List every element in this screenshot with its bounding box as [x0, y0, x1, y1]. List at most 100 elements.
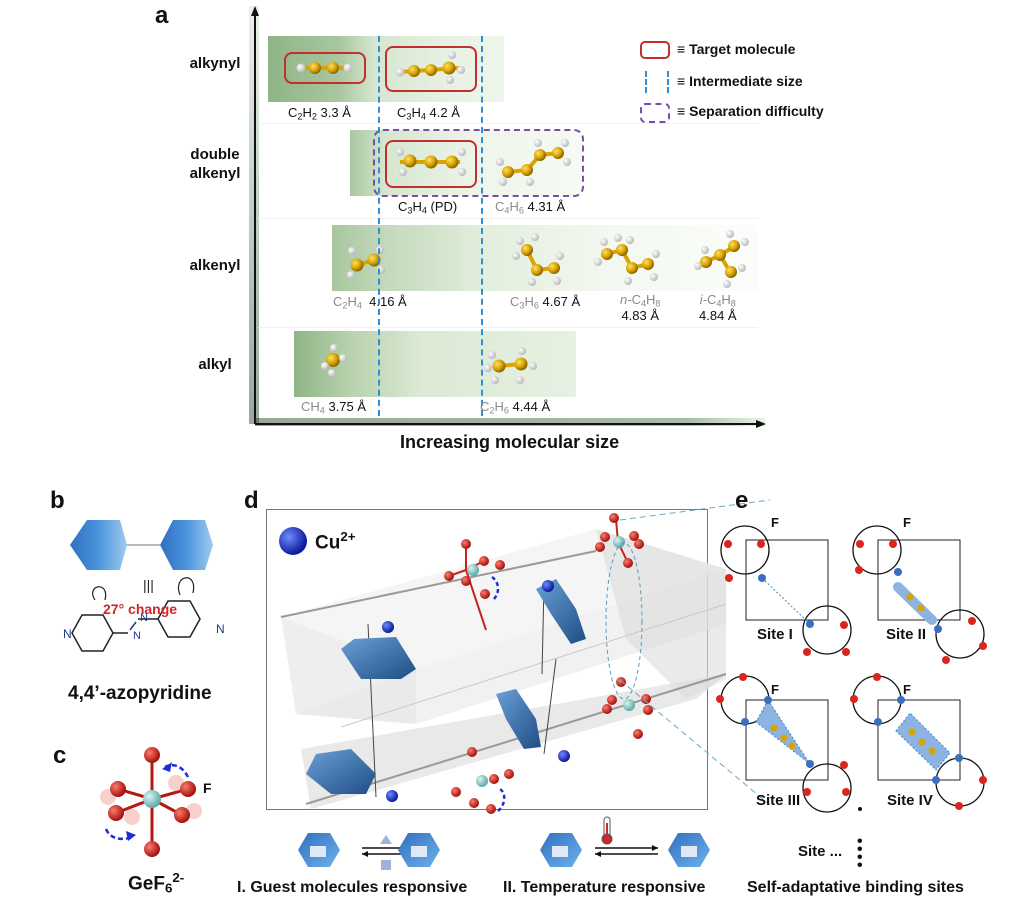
azopyridine-ligand [496, 689, 541, 749]
molecule-n-c4h8 [594, 234, 660, 285]
temperature-responsive-icon [540, 816, 710, 867]
alkyl-band [294, 331, 576, 397]
fluorine-label: F [771, 682, 779, 697]
vertical-ellipsis-icon: •••• [857, 833, 863, 874]
fluorine-atom [108, 805, 124, 821]
molecule-c3h6 [512, 233, 564, 286]
label-c2h2: C2H2 3.3 Å [288, 105, 351, 122]
row-label-alkyl: alkyl [198, 356, 232, 373]
y-axis-arrowhead [251, 6, 259, 16]
zoom-connector-lines [620, 499, 771, 806]
panel-a-letter: a [155, 2, 169, 29]
x-axis-band [255, 418, 765, 426]
molecule-c2h2 [296, 62, 353, 74]
azopyridine-ligand [536, 579, 586, 644]
framework-structure [279, 513, 727, 814]
molecule-ch4 [321, 344, 347, 377]
site-ii-diagram [852, 525, 987, 664]
row-label-alkenyl: alkenyl [189, 257, 241, 274]
label-c2h6: C2H6 4.44 Å [480, 399, 551, 416]
gef6-anion [595, 513, 644, 568]
azopyridine-ligand [306, 749, 376, 794]
row-separator [258, 123, 758, 124]
ligand-hexagon-left [70, 520, 127, 570]
panel-e-letter: e [735, 487, 749, 514]
binding-sites-diagram [716, 525, 987, 813]
legend-target-label: ≡ Target molecule [677, 41, 796, 57]
panel-a-molecules [296, 51, 749, 384]
triangle-guest-icon [380, 835, 392, 844]
fluorine-atom [174, 807, 190, 823]
rotation-change-annotation: 27° change [103, 601, 178, 617]
fluorine-atom [144, 841, 160, 857]
fluorine-label: F [903, 682, 911, 697]
alkenyl-band [332, 225, 758, 291]
azopyridine-diagram [70, 520, 213, 652]
panel-d-letter: d [244, 487, 259, 514]
label-c3h4-pd: C3H4 (PD) [398, 199, 458, 216]
intermediate-size-line-right [481, 36, 483, 416]
copper-atom [558, 750, 570, 762]
copper-atom [386, 790, 398, 802]
molecule-c2h6 [484, 347, 537, 384]
fluorine-label: F [203, 780, 212, 796]
binding-sites-caption: Self-adaptative binding sites [747, 879, 964, 896]
more-sites-label: Site ... [798, 843, 843, 860]
copper-legend-label: Cu2+ [315, 529, 356, 554]
rotation-arrow-right-icon [177, 577, 195, 596]
azo-n-label: N [140, 612, 148, 624]
gef6-anion [602, 677, 653, 739]
separation-difficulty-box [373, 129, 584, 197]
label-c3h6: C3H6 4.67 Å [510, 294, 581, 311]
fluorine-atom [144, 747, 160, 763]
fluorine-atom [180, 781, 196, 797]
target-molecule-box-c2h2 [284, 52, 366, 84]
legend-separation-label: ≡ Separation difficulty [677, 103, 824, 119]
gef6-name: GeF62- [128, 870, 185, 896]
copper-atom [382, 621, 394, 633]
site-iii-label: Site III [756, 792, 801, 809]
site-iv-diagram [850, 673, 987, 810]
molecule-c4h6 [496, 139, 571, 186]
equivalent-symbol: ||| [143, 577, 154, 593]
row-separator [258, 218, 758, 219]
rotation-arrow-icon [491, 575, 500, 600]
row-separator [258, 327, 758, 328]
fluorine-label: F [771, 515, 779, 530]
guest-responsive-icon [298, 833, 440, 870]
legend-target-swatch [640, 41, 670, 59]
molecule-c3h4-propadiene [396, 148, 466, 176]
label-c4h6: C4H6 4.31 Å [495, 199, 566, 216]
site-iii-diagram [716, 673, 852, 813]
label-c2h4: C2H4 4.16 Å [333, 294, 407, 311]
site-iv-label: Site IV [887, 792, 933, 809]
temperature-responsive-label: II. Temperature responsive [503, 879, 706, 896]
site-i-label: Site I [757, 626, 793, 643]
x-axis-arrowhead [756, 420, 766, 428]
germanium-atom [143, 790, 161, 808]
azopyridine-ligand [341, 637, 416, 679]
formula: C2H2 [288, 105, 317, 122]
guest-responsive-label: I. Guest molecules responsive [237, 879, 468, 896]
gef6-anion [444, 539, 505, 631]
legend-intermediate-swatch [645, 71, 669, 93]
target-molecule-box-c3h4 [385, 46, 477, 92]
response-mode-icons [298, 816, 710, 870]
copper-atom [542, 580, 554, 592]
molecule-c3h4-propyne [395, 51, 465, 84]
panel-a-axes [249, 6, 766, 428]
azopyridine-structure [71, 600, 201, 652]
label-c3h4: C3H4 4.2 Å [397, 105, 460, 122]
site-i-diagram [720, 525, 852, 656]
vertical-ellipsis-icon [858, 807, 862, 811]
copper-legend-icon [279, 527, 307, 555]
fluorine-atom [110, 781, 126, 797]
fluorine-label: F [903, 515, 911, 530]
gef6-anion [451, 747, 514, 814]
atom-n-label: N [63, 627, 72, 641]
label-ch4: CH4 3.75 Å [301, 399, 367, 416]
rotation-arrow-icon [497, 787, 506, 812]
